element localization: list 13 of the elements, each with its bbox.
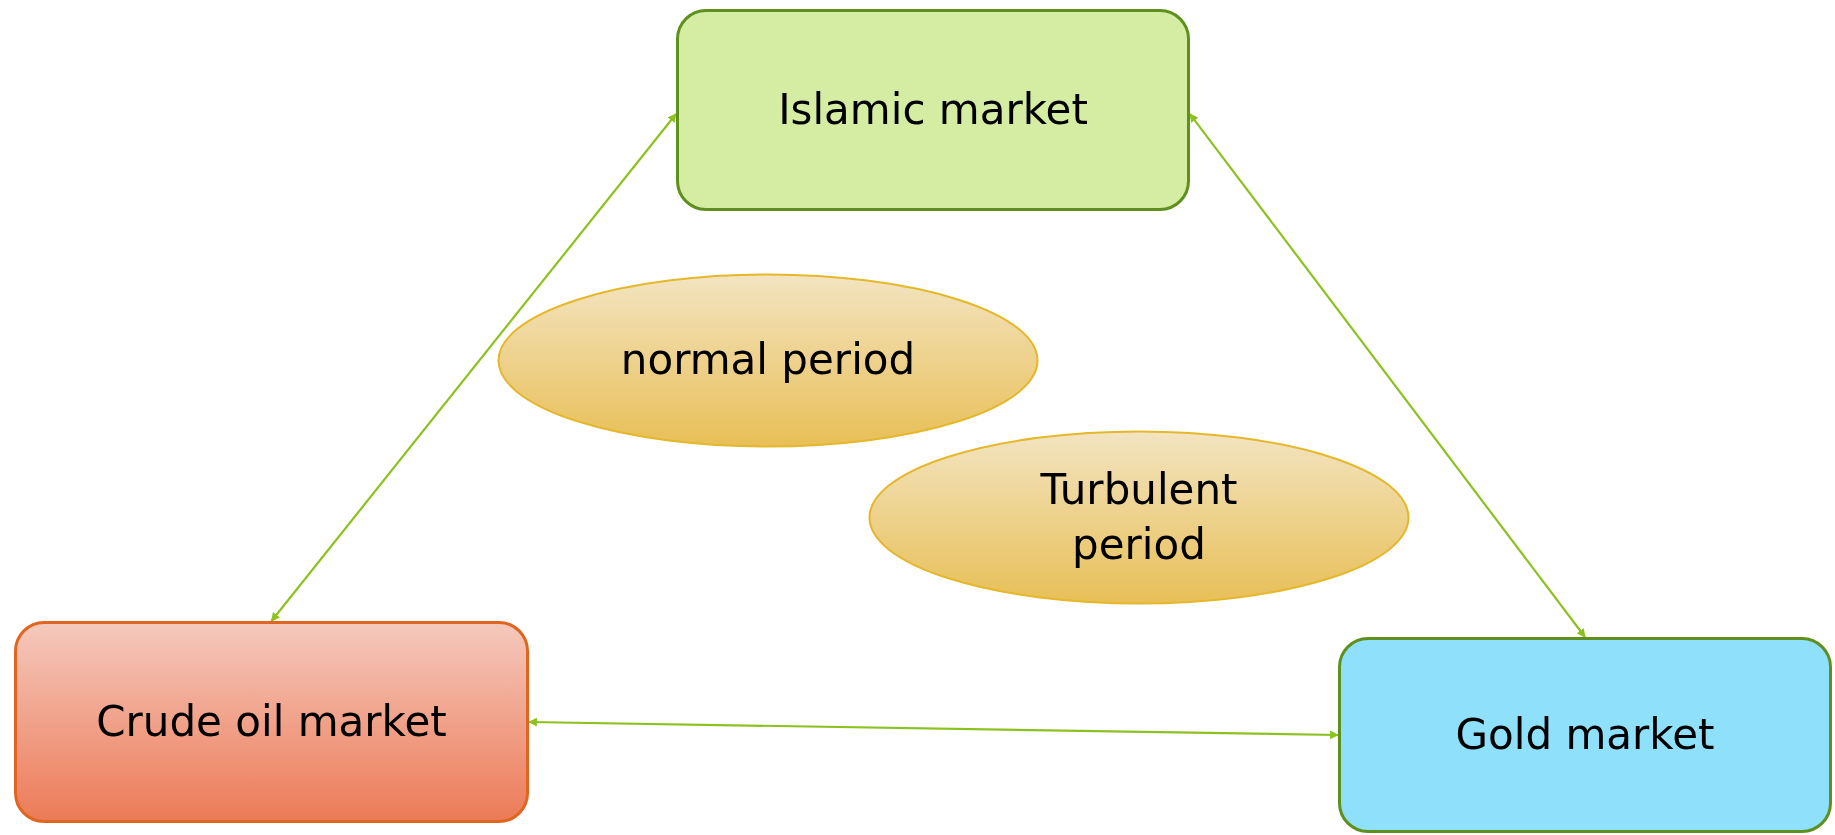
rounded-box [676, 9, 1190, 211]
double-arrow [270, 113, 677, 622]
node-label: normal period [620, 334, 916, 387]
node-label: Islamic market [778, 83, 1088, 136]
node-label: Crude oil market [96, 695, 447, 748]
node-label: Turbulent period [1039, 463, 1239, 571]
ellipse-node [868, 430, 1410, 605]
double-arrow [528, 717, 1339, 740]
double-arrow [1189, 113, 1586, 638]
ellipse-node [497, 273, 1039, 448]
rounded-box [14, 621, 529, 823]
rounded-box [1338, 637, 1832, 833]
node-label: Gold market [1455, 708, 1715, 761]
